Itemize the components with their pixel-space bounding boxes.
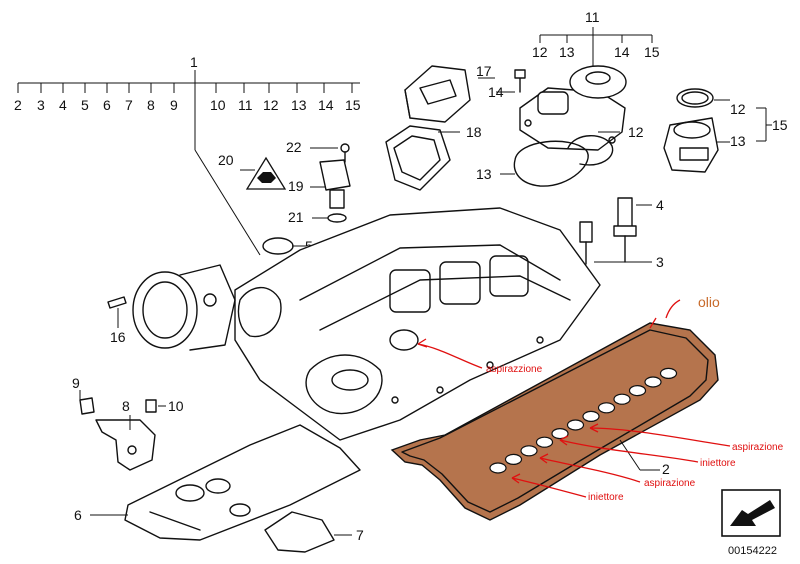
arrow-icon <box>730 500 775 526</box>
oil-cap-part <box>404 65 471 123</box>
annotation-iniettore-2: iniettore <box>588 492 624 503</box>
label-14-bolt: 14 <box>488 84 504 100</box>
annotation-olio: olio <box>698 294 720 310</box>
label-7: 7 <box>125 97 133 113</box>
label-cam-15: 15 <box>644 44 660 60</box>
engine-warning-icon <box>257 172 276 183</box>
gasket-hole <box>659 367 678 379</box>
stud-3 <box>579 221 593 265</box>
annotation-iniettore-1: iniettore <box>700 458 736 469</box>
label-tree-1: 1 2 3 4 5 6 7 8 9 10 11 12 13 14 15 <box>14 54 361 256</box>
label-right-13: 13 <box>730 133 746 149</box>
label-10: 10 <box>168 398 184 414</box>
label-4-injector: 4 <box>656 197 664 213</box>
label-12: 12 <box>263 97 279 113</box>
gasket-hole <box>535 436 554 448</box>
gasket-hole <box>566 419 585 431</box>
gasket-hole <box>597 402 616 414</box>
label-1: 1 <box>190 54 198 70</box>
annotations: olio aspirazzione aspirazione iniettore … <box>417 294 784 503</box>
intake-throttle <box>132 264 236 351</box>
label-17: 17 <box>476 63 492 79</box>
bracket-8 <box>79 397 157 471</box>
label-11: 11 <box>238 97 253 113</box>
label-15: 15 <box>345 97 361 113</box>
annotation-aspirazione-1: aspirazione <box>732 442 784 453</box>
label-6: 6 <box>103 97 111 113</box>
acoustic-cover-6 <box>124 424 361 541</box>
label-16: 16 <box>110 329 126 345</box>
reference-code: 00154222 <box>728 545 777 557</box>
gasket-hole <box>582 410 600 422</box>
label-9: 9 <box>170 97 178 113</box>
label-13-gasket: 13 <box>476 166 492 182</box>
label-9: 9 <box>72 375 80 391</box>
label-2-gasket: 2 <box>662 461 670 477</box>
gasket-hole <box>644 376 662 388</box>
cover-gasket-2 <box>390 322 719 521</box>
label-cam-12: 12 <box>532 44 548 60</box>
label-4: 4 <box>59 97 67 113</box>
annotation-aspirazzione: aspirazzione <box>486 364 543 375</box>
label-3-stud: 3 <box>656 254 664 270</box>
label-cam-13: 13 <box>559 44 575 60</box>
label-18: 18 <box>466 124 482 140</box>
gasket-hole <box>613 393 631 405</box>
sensor-19 <box>319 143 351 209</box>
label-tree-11: 11 12 13 14 15 <box>532 9 660 72</box>
gasket-hole <box>520 445 538 457</box>
gasket-13 <box>513 135 614 187</box>
injector-holes <box>489 367 678 474</box>
label-right-15: 15 <box>772 117 788 133</box>
label-14: 14 <box>318 97 334 113</box>
cover-clip-7 <box>264 511 335 553</box>
annotation-aspirazione-2: aspirazione <box>644 478 696 489</box>
label-12-gasket: 12 <box>628 124 644 140</box>
gasket-hole <box>551 428 569 440</box>
oil-filter-housing <box>663 88 719 173</box>
injector-4 <box>613 197 637 263</box>
sensor-cover-part <box>514 65 627 151</box>
warning-triangle <box>245 156 287 190</box>
gasket-hole <box>504 453 523 465</box>
label-3: 3 <box>37 97 45 113</box>
label-11-cam: 11 <box>585 9 600 25</box>
gasket-hole <box>628 385 647 397</box>
label-20: 20 <box>218 152 234 168</box>
label-8: 8 <box>147 97 155 113</box>
label-22: 22 <box>286 139 302 155</box>
label-5: 5 <box>81 97 89 113</box>
label-21: 21 <box>288 209 304 225</box>
label-8: 8 <box>122 398 130 414</box>
label-19: 19 <box>288 178 304 194</box>
label-10: 10 <box>210 97 226 113</box>
reference-badge: 00154222 <box>721 489 781 557</box>
label-7: 7 <box>356 527 364 543</box>
gasket-hole <box>489 462 507 474</box>
label-cam-14: 14 <box>614 44 630 60</box>
label-right-12: 12 <box>730 101 746 117</box>
label-2: 2 <box>14 97 22 113</box>
filler-neck-seal <box>385 125 451 191</box>
label-6: 6 <box>74 507 82 523</box>
cylinder-head-cover <box>234 207 601 441</box>
label-13: 13 <box>291 97 307 113</box>
